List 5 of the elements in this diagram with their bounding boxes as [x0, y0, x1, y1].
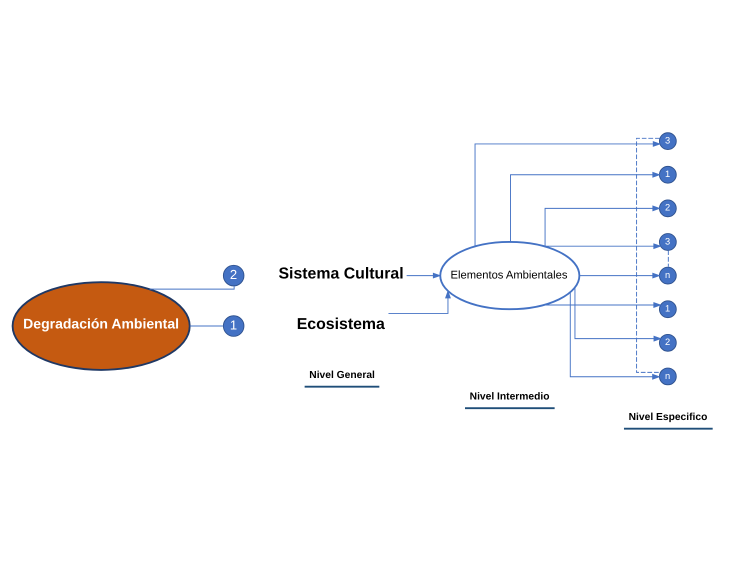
node-text: Ecosistema: [296, 315, 385, 332]
node-text: Sistema Cultural: [278, 264, 404, 282]
label: Nivel Especifico: [628, 412, 708, 423]
label: Nivel General: [309, 370, 375, 381]
label: Nivel Intermedio: [470, 391, 550, 402]
